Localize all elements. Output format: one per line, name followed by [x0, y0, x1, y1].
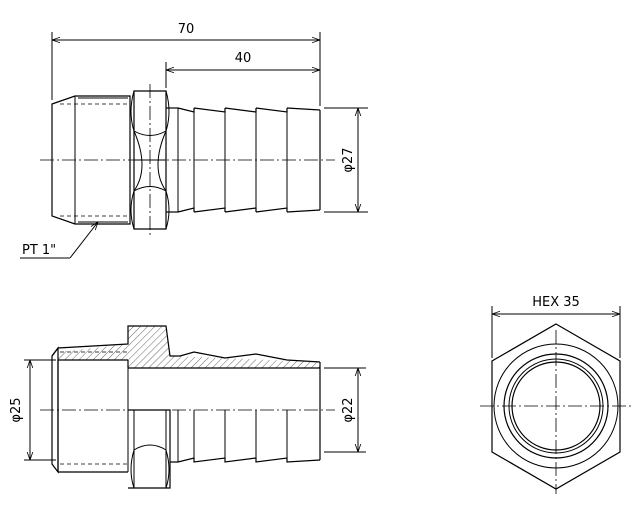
top-hose-barbs [166, 107, 321, 213]
dim-barb-bore: φ22 [324, 367, 366, 453]
dim-overall-length: 70 [51, 22, 321, 106]
dim-text-40: 40 [235, 51, 252, 66]
dim-barb-diameter: φ27 [324, 107, 368, 213]
dim-text-70: 70 [178, 22, 195, 37]
dim-thread-bore: φ25 [9, 359, 56, 461]
dim-barb-length: 40 [165, 51, 320, 88]
end-view: HEX 35 [480, 295, 632, 494]
section-hatch [58, 326, 320, 368]
dim-text-phi25: φ25 [9, 397, 24, 422]
section-hose-barbs [170, 362, 321, 463]
dim-text-phi22: φ22 [341, 397, 356, 422]
top-view: 70 40 φ27 PT 1" [20, 22, 368, 259]
dim-text-phi27: φ27 [341, 147, 356, 172]
thread-leader: PT 1" [20, 222, 98, 259]
dim-text-hex35: HEX 35 [532, 295, 580, 310]
thread-spec-label: PT 1" [22, 243, 56, 258]
section-view: φ25 φ22 [9, 325, 366, 489]
section-hex-nut [128, 409, 171, 489]
dim-hex-size: HEX 35 [491, 295, 621, 358]
